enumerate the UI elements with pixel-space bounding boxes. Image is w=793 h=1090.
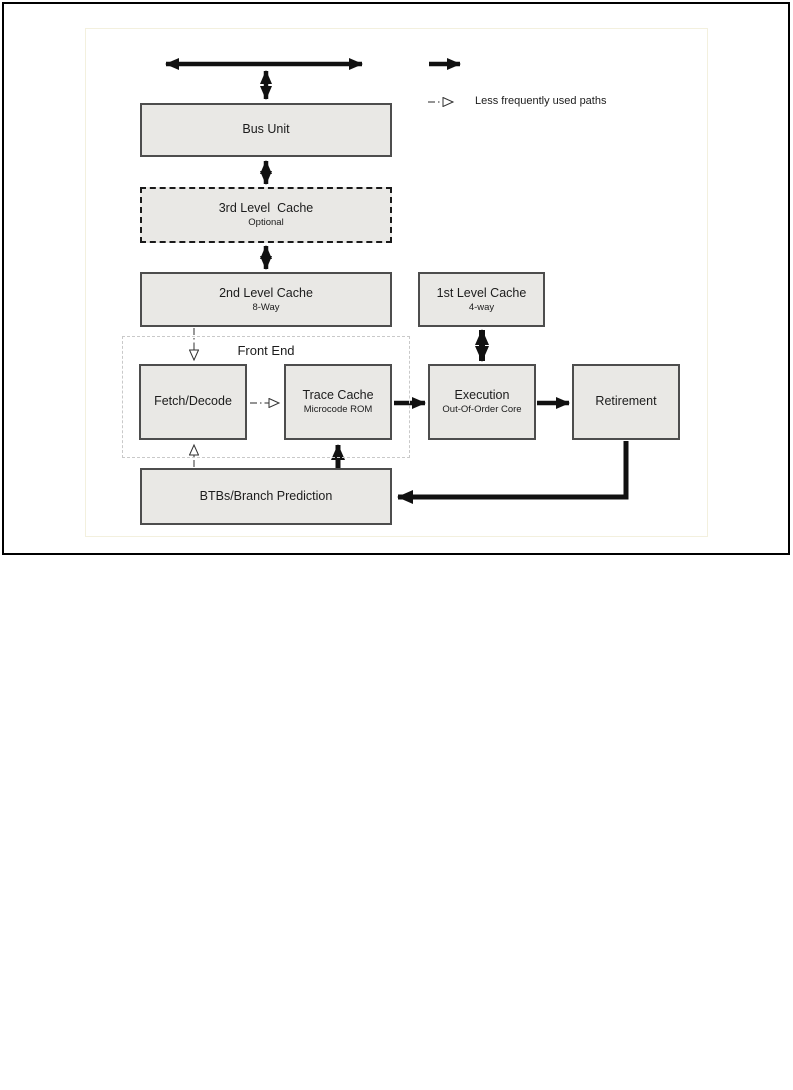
l1-cache-sublabel: 4-way: [468, 301, 495, 313]
trace-cache-sublabel: Microcode ROM: [303, 404, 373, 416]
l1-cache-box: 1st Level Cache 4-way: [418, 272, 545, 327]
fetch-decode-box: Fetch/Decode: [139, 364, 247, 440]
btbs-box: BTBs/Branch Prediction: [140, 468, 392, 525]
l1-cache-label: 1st Level Cache: [436, 285, 527, 300]
execution-sublabel: Out-Of-Order Core: [442, 404, 522, 416]
front-end-group: Front End: [122, 336, 410, 458]
l3-cache-sublabel: Optional: [248, 217, 284, 229]
bus-unit-label: Bus Unit: [242, 122, 290, 137]
l3-cache-label: 3rd Level Cache: [218, 201, 314, 216]
fetch-decode-label: Fetch/Decode: [154, 394, 232, 409]
l3-cache-box: 3rd Level Cache Optional: [140, 187, 392, 243]
execution-label: Execution: [454, 388, 510, 403]
execution-box: Execution Out-Of-Order Core: [428, 364, 536, 440]
l2-cache-label: 2nd Level Cache: [219, 285, 313, 300]
bus-unit-box: Bus Unit: [140, 103, 392, 157]
l2-cache-box: 2nd Level Cache 8-Way: [140, 272, 392, 327]
front-end-label: Front End: [237, 343, 295, 358]
retirement-box: Retirement: [572, 364, 680, 440]
l2-cache-sublabel: 8-Way: [252, 301, 280, 313]
trace-cache-label: Trace Cache: [302, 388, 374, 403]
retirement-label: Retirement: [595, 394, 657, 409]
btbs-label: BTBs/Branch Prediction: [199, 488, 333, 503]
diagram-outer-border: [2, 2, 790, 555]
legend-dashdot-label: Less frequently used paths: [475, 95, 607, 107]
trace-cache-box: Trace Cache Microcode ROM: [284, 364, 392, 440]
